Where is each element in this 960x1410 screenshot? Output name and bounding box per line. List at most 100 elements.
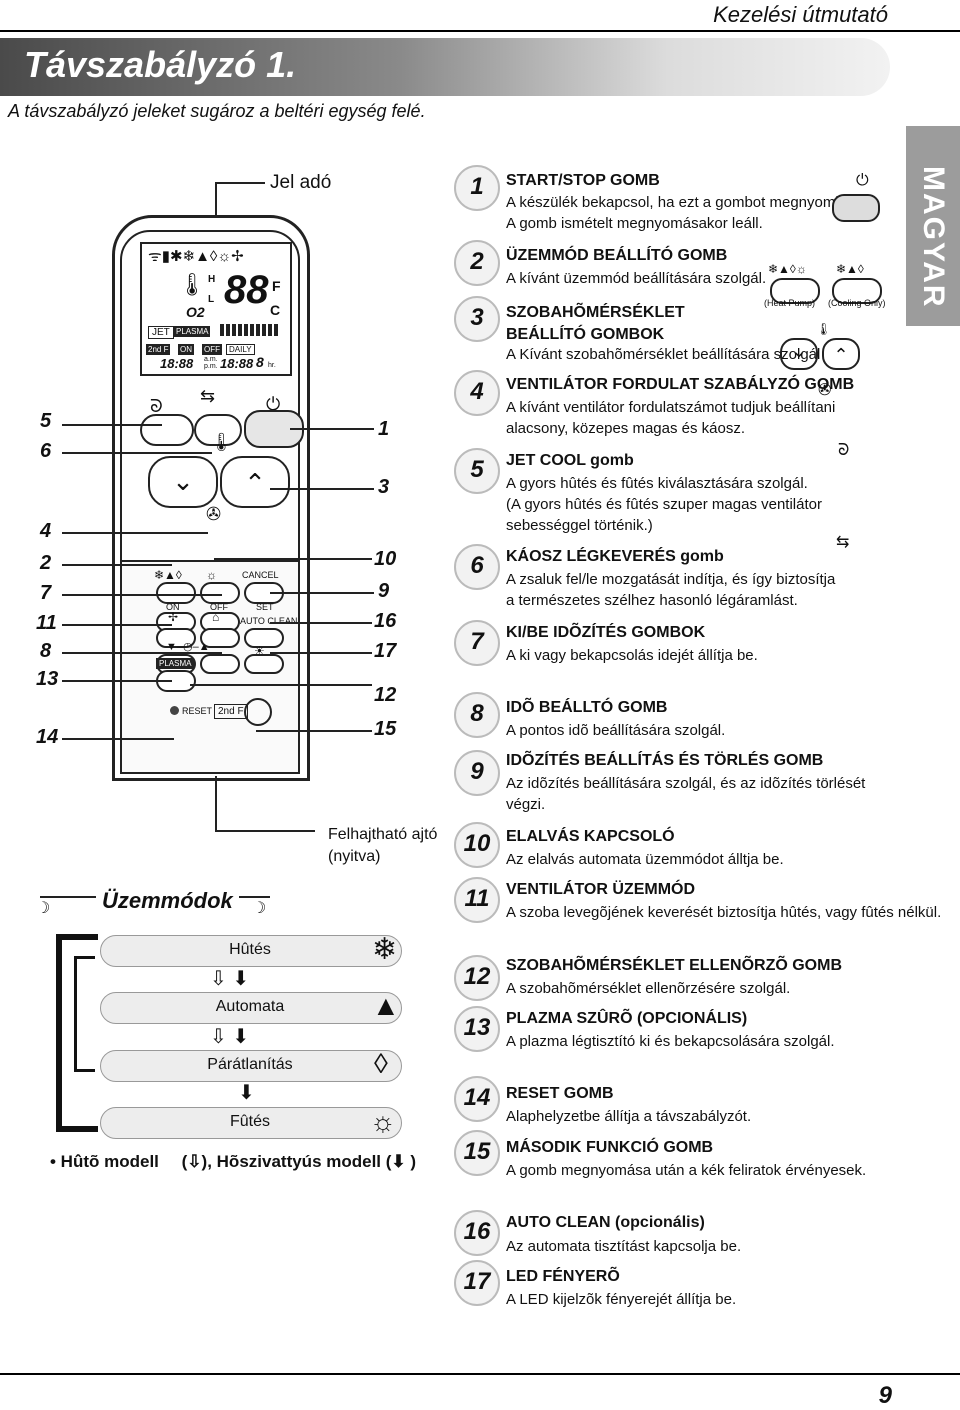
callout-right: 15	[374, 718, 397, 740]
second-function-button[interactable]	[244, 698, 272, 726]
time-up-button[interactable]	[200, 654, 240, 674]
lcd-am: a.m.	[204, 356, 218, 363]
start-stop-button-illustration	[832, 194, 880, 222]
item-number: 2	[454, 240, 500, 286]
mode-button[interactable]	[156, 582, 196, 604]
item-desc: A plazma légtisztító ki és bekapcsolásár…	[506, 1033, 835, 1050]
door-leader	[215, 776, 217, 832]
lcd-mode-icons: ᯤ▮✱❄▲◊☼✢	[148, 248, 244, 265]
jet-cool-icon: ᘐ	[150, 396, 163, 416]
lcd-f: F	[272, 278, 281, 294]
item-desc: Az idõzítés beállítására szolgál, és az …	[506, 775, 866, 792]
item-title: IDÕZÍTÉS BEÁLLÍTÁS ÉS TÖRLÉS GOMB	[506, 752, 824, 769]
callout-right: 17	[374, 640, 397, 662]
lcd-jet: JET	[148, 326, 174, 339]
lcd-daily: DAILY	[226, 344, 255, 355]
item-number: 12	[454, 955, 500, 1001]
lcd-off: OFF	[202, 344, 222, 355]
item-title: LED FÉNYERÕ	[506, 1268, 620, 1285]
heatpump-bracket	[74, 956, 95, 1072]
leader-line	[62, 532, 208, 534]
fan-mode-button[interactable]	[156, 628, 196, 648]
lcd-c: C	[270, 302, 281, 318]
cooling-only-mode-icons: ❄▲◊	[836, 262, 864, 276]
mode-auto: Automata	[215, 998, 285, 1015]
item-number: 3	[454, 296, 500, 342]
item-title: VENTILÁTOR ÜZEMMÓD	[506, 881, 696, 898]
item-title: JET COOL gomb	[506, 452, 634, 469]
moon-icon: ☽	[252, 900, 267, 917]
fan-icon: ✇	[206, 504, 222, 524]
item-number: 4	[454, 370, 500, 416]
leader-line	[270, 592, 374, 594]
transmitter-leader-h	[215, 182, 265, 184]
callout-right: 9	[378, 580, 390, 602]
callout-right: 16	[374, 610, 397, 632]
item-title: KI/BE IDÕZÍTÉS GOMBOK	[506, 624, 706, 641]
auto-mode-icon: ▲	[372, 990, 400, 1021]
item-title: SZOBAHÕMÉRSÉKLET BEÁLLÍTÓ GOMBOK	[506, 304, 685, 343]
chaos-swing-icon: ⇆	[836, 534, 850, 551]
led-brightness-button[interactable]	[244, 654, 284, 674]
item-title: VENTILÁTOR FORDULAT SZABÁLYZÓ GOMB	[506, 376, 855, 393]
leader-line	[62, 624, 172, 626]
room-check-icon: ⌂	[212, 610, 220, 624]
item-desc: A zsaluk fel/le mozgatását indítja, és í…	[506, 571, 836, 588]
callout-left: 5	[40, 410, 52, 432]
chaos-swing-button[interactable]	[194, 414, 242, 446]
leader-line	[270, 652, 372, 654]
auto-clean-button[interactable]	[244, 628, 284, 648]
mode-dehumid: Párátlanítás	[207, 1056, 293, 1073]
jet-cool-icon: ᘐ	[838, 442, 850, 459]
heat-pump-label: (Heat Pump)	[764, 298, 816, 308]
mode-icons-small: ❄▲◊	[154, 568, 182, 582]
callout-left: 11	[36, 612, 57, 634]
callout-left: 13	[36, 668, 59, 690]
door-label: Felhajtható ajtó (nyitva)	[328, 826, 438, 865]
item-desc: alacsony, közepes magas és káosz.	[506, 420, 746, 437]
mode-heating: Fûtés	[229, 1113, 270, 1130]
item-number: 5	[454, 448, 500, 494]
item-title: IDÕ BEÁLLTÓ GOMB	[506, 699, 668, 716]
temp-down-button[interactable]: ⌄	[148, 456, 218, 508]
item-title: ELALVÁS KAPCSOLÓ	[506, 828, 675, 845]
item-number: 11	[454, 877, 500, 923]
footnote-cooling-model: • Hûtõ modell	[50, 1152, 159, 1171]
mode-button-illustration-cooling-only	[832, 278, 882, 304]
callout-left: 7	[40, 582, 52, 604]
mode-cooling: Hûtés	[229, 941, 271, 958]
hollow-arrow-icon: ⇩	[187, 1152, 202, 1171]
item-number: 16	[454, 1210, 500, 1256]
item-desc: Az automata tisztítást kapcsolja be.	[506, 1238, 742, 1255]
plasma-label: PLASMA	[156, 658, 195, 669]
lcd-o2: O2	[186, 304, 205, 320]
callout-left: 2	[40, 552, 52, 574]
sleep-button[interactable]	[200, 582, 240, 604]
lcd-l: L	[208, 294, 215, 305]
lcd-plasma: PLASMA	[174, 326, 211, 337]
room-temp-check-button[interactable]	[200, 628, 240, 648]
mode-bar-heating	[100, 1107, 402, 1139]
top-rule	[0, 30, 960, 32]
item-desc: A gomb ismételt megnyomásakor leáll.	[506, 215, 763, 232]
item-desc: a természetes szélhez hasonló légáramlás…	[506, 592, 798, 609]
power-icon: ⏻	[266, 394, 281, 414]
leader-line	[62, 424, 162, 426]
set-label: SET	[256, 602, 274, 612]
item-desc: A kívánt ventilátor fordulatszámot tudju…	[506, 399, 836, 416]
item-number: 8	[454, 692, 500, 738]
power-icon: ⏻	[856, 172, 869, 189]
thermometer-icon: 🌡	[178, 272, 206, 297]
guide-title: Kezelési útmutató	[713, 2, 888, 27]
page-title: Távszabályzó 1.	[24, 44, 297, 85]
door-leader-h	[215, 830, 315, 832]
reset-pinhole[interactable]	[170, 706, 179, 715]
title-bar	[0, 38, 890, 96]
leader-line	[62, 594, 222, 596]
temp-up-button[interactable]: ⌃	[220, 456, 290, 508]
jet-cool-button[interactable]	[140, 414, 194, 446]
leader-line	[256, 730, 372, 732]
time-set-arrows: ▼–◷–▲	[166, 641, 210, 653]
item-desc: Alaphelyzetbe állítja a távszabályzót.	[506, 1108, 752, 1125]
leader-line	[62, 738, 174, 740]
